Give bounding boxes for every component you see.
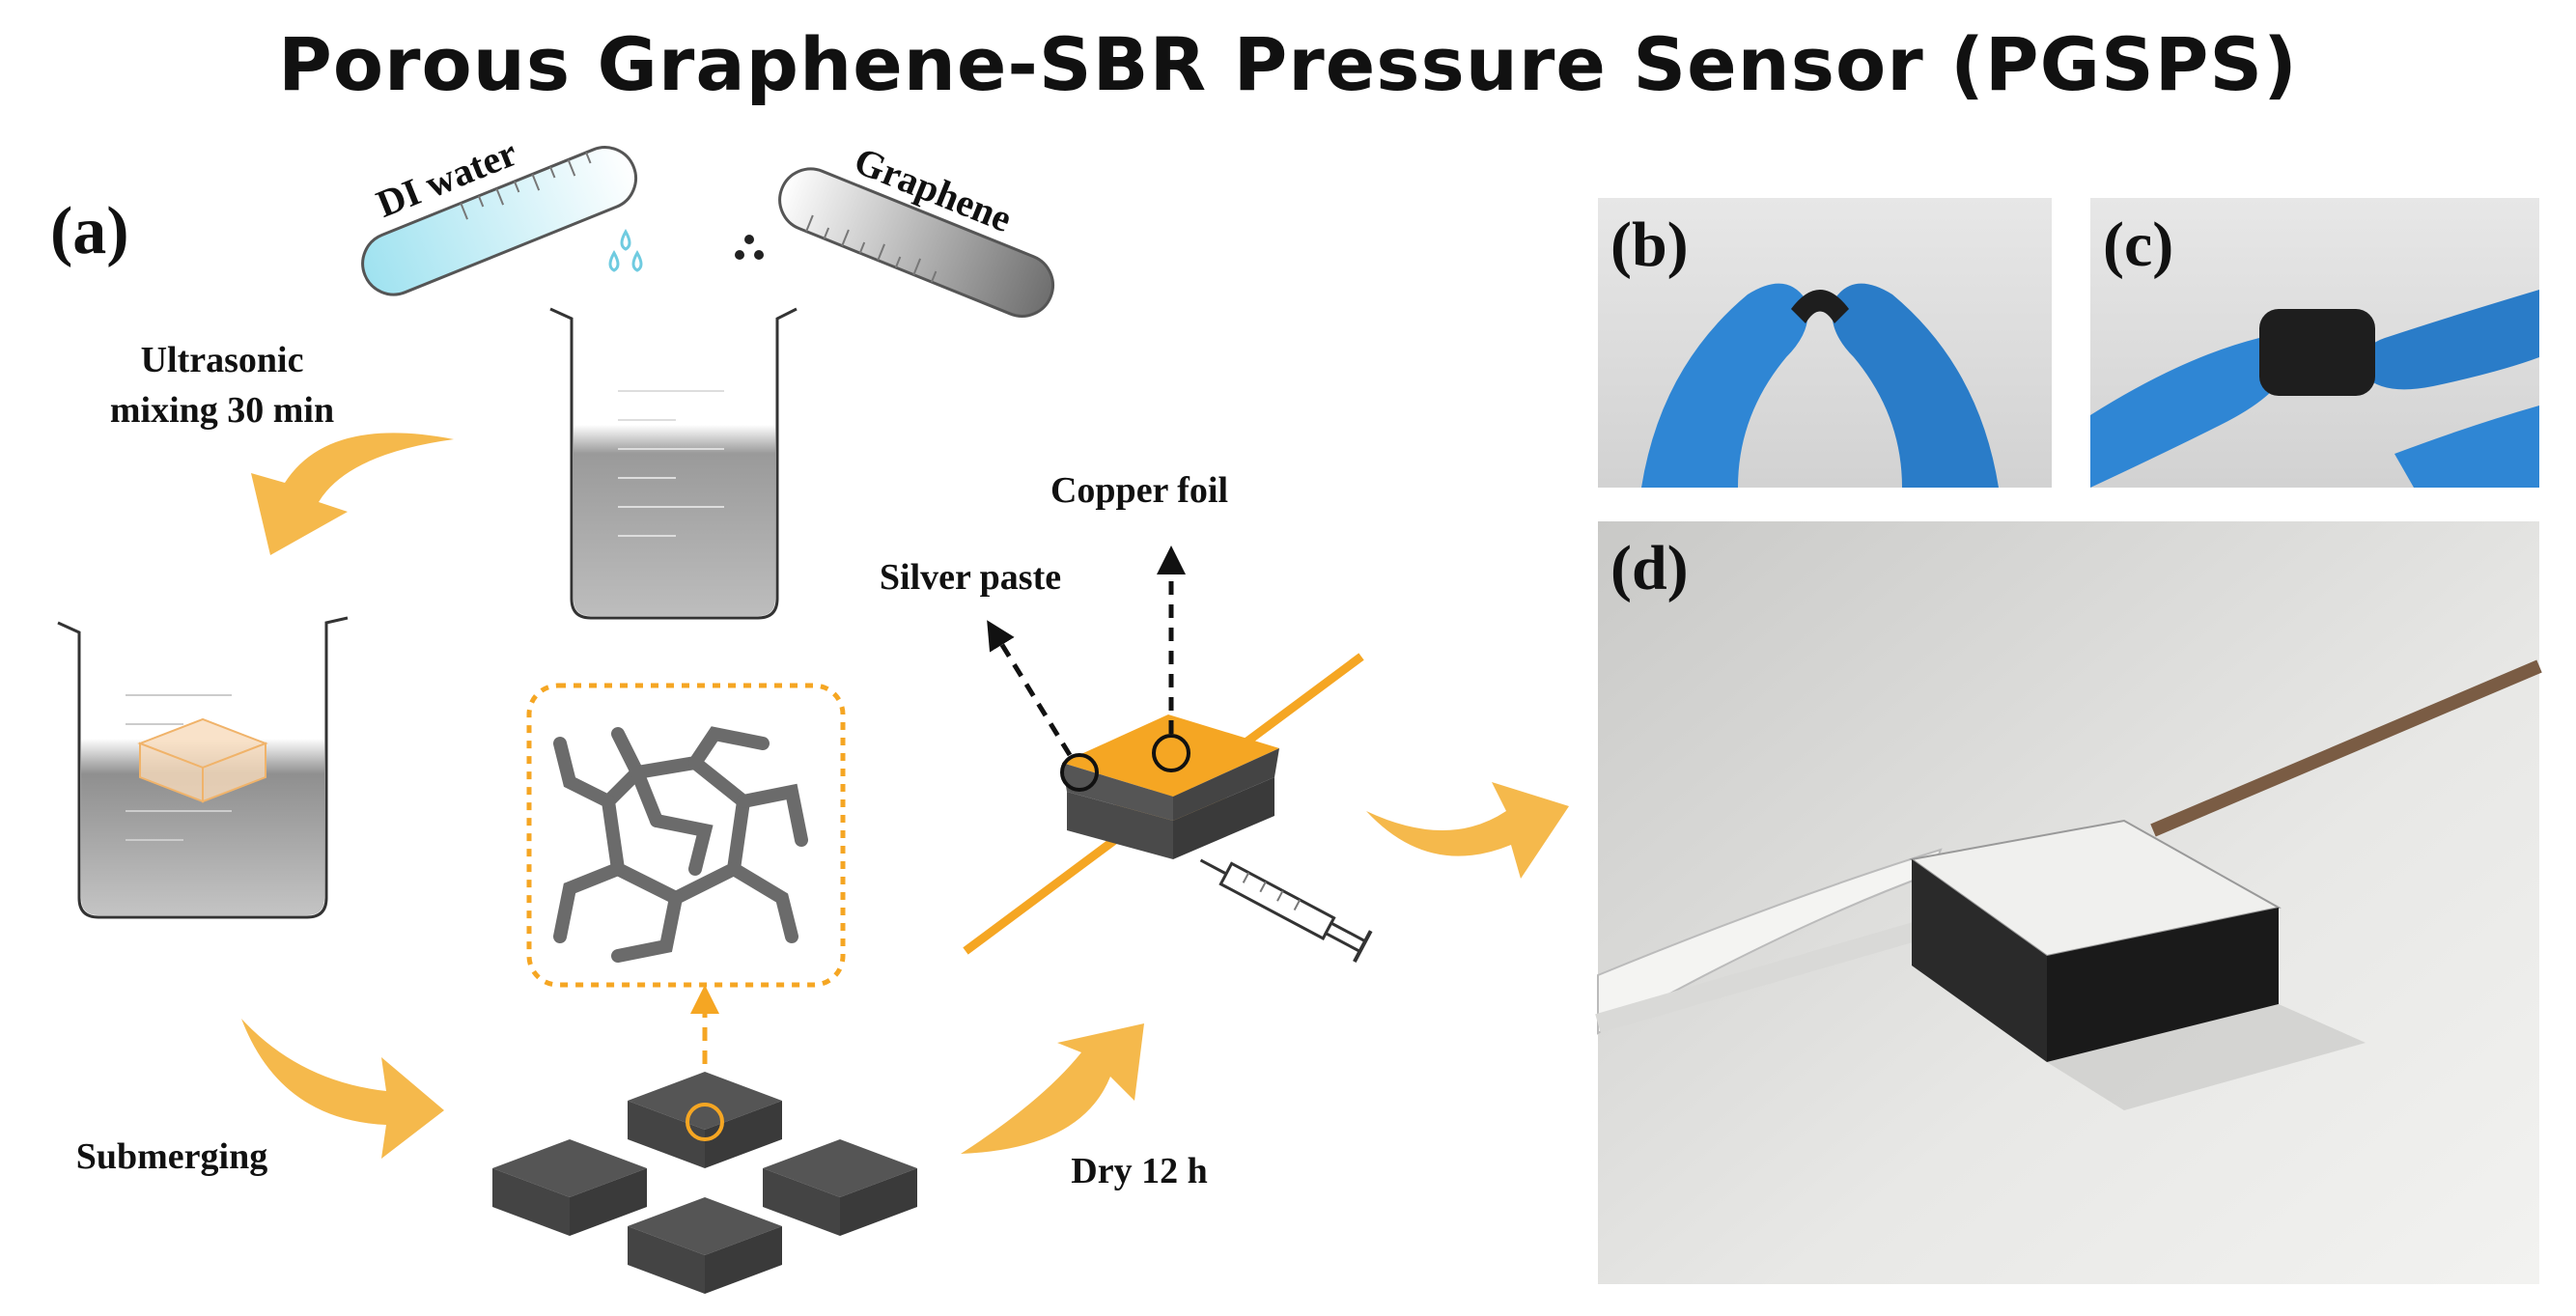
beaker-top [549,307,798,620]
di-water-tube: DI water [361,130,637,296]
arrow-submerging [241,1019,444,1159]
sponge-cube [763,1139,917,1236]
sponge-cubes [492,1072,917,1294]
arrow-to-photo [1366,782,1569,879]
submerging-label: Submerging [76,1136,267,1177]
sponge-cube [628,1197,782,1294]
arrow-ultrasonic [251,433,454,555]
sensor-assembly [963,653,1364,955]
porous-structure [553,726,808,963]
syringe-icon [1199,858,1373,963]
panel-label-c: (c) [2103,210,2173,280]
silver-paste-arrow [987,620,1073,757]
photo-c: (c) [2090,198,2539,488]
dry-label: Dry 12 h [1071,1151,1207,1191]
beaker-left [57,616,349,919]
silver-paste-label: Silver paste [880,557,1061,598]
water-droplets [608,228,643,272]
porous-structure-box [526,683,846,988]
graphene-tube: Graphene [778,138,1054,318]
ultrasonic-label-line2: mixing 30 min [110,390,334,431]
arrow-dry [961,1023,1144,1154]
panel-label-d: (d) [1610,533,1689,603]
panel-label-a: (a) [50,194,129,268]
sponge-in-beaker [137,717,268,803]
sponge-cube [492,1139,647,1236]
photo-d: (d) [1595,521,2542,1284]
panel-label-b: (b) [1610,210,1689,280]
photo-b: (b) [1598,198,2052,488]
ultrasonic-label-line1: Ultrasonic [141,340,304,380]
graphene-particles [735,235,764,260]
copper-foil-label: Copper foil [1050,470,1228,511]
figure-title: Porous Graphene-SBR Pressure Sensor (PGS… [278,21,2298,107]
sponge-cube [628,1072,782,1168]
